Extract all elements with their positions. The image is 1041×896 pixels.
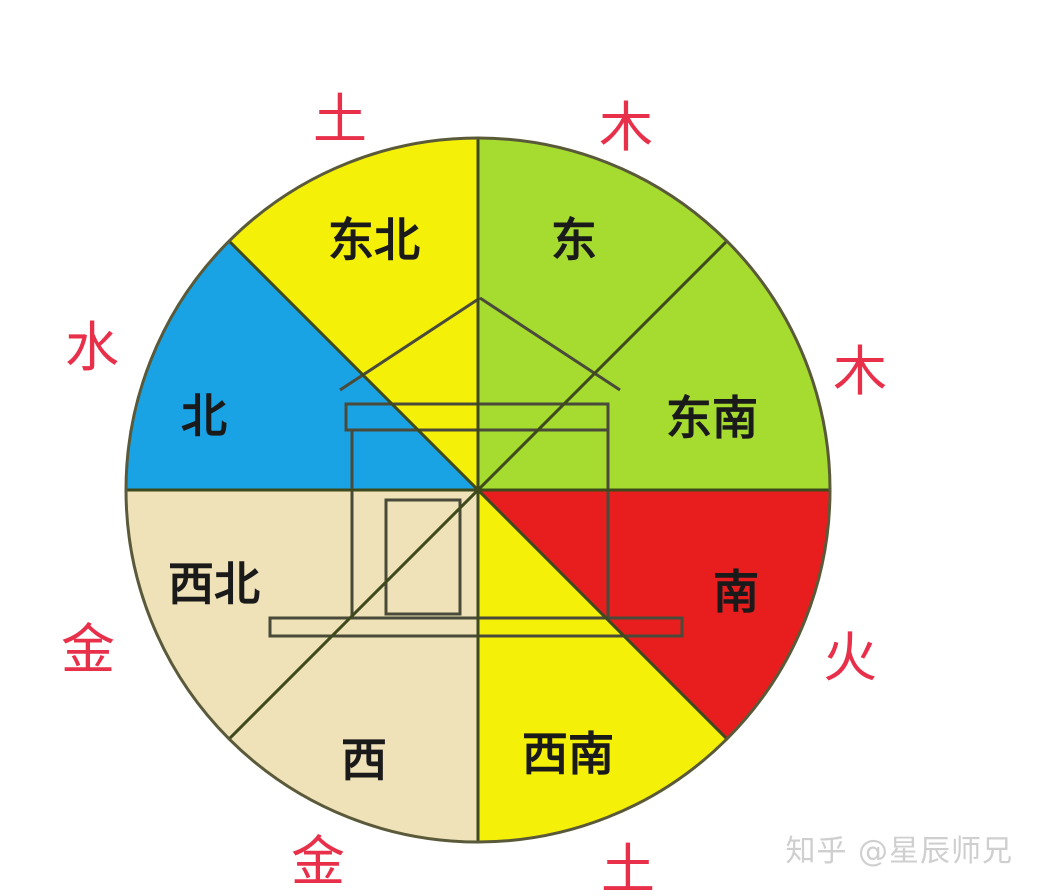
sector-west bbox=[229, 490, 478, 842]
sectors-layer bbox=[126, 138, 830, 842]
sector-north bbox=[126, 241, 478, 490]
sector-label-northeast: 东北 bbox=[328, 213, 420, 267]
element-label-earth-top: 土 bbox=[313, 88, 367, 151]
sector-label-south: 南 bbox=[713, 565, 759, 619]
element-label-water-left: 水 bbox=[65, 316, 119, 379]
watermark: 知乎 @星辰师兄 bbox=[785, 834, 1013, 869]
element-label-wood-right: 木 bbox=[833, 340, 887, 403]
element-labels: 土 木 木 火 土 金 金 水 bbox=[61, 88, 887, 896]
sector-southeast bbox=[478, 241, 830, 490]
element-label-metal-bottom: 金 bbox=[291, 830, 345, 893]
sector-northwest bbox=[126, 490, 478, 739]
sector-label-northwest: 西北 bbox=[168, 557, 260, 611]
sector-east bbox=[478, 138, 727, 490]
sector-southwest bbox=[478, 490, 727, 842]
sector-label-north: 北 bbox=[181, 389, 227, 443]
sector-label-southwest: 西南 bbox=[522, 727, 614, 781]
element-label-metal-left: 金 bbox=[61, 618, 115, 681]
element-label-wood-top: 木 bbox=[599, 96, 653, 159]
divider-diagonal-nw-se bbox=[228, 240, 728, 740]
house-base bbox=[268, 616, 684, 638]
wheel-outline bbox=[124, 136, 832, 844]
element-label-fire-right: 火 bbox=[823, 626, 877, 689]
sector-label-west: 西 bbox=[341, 733, 387, 787]
sector-south bbox=[478, 490, 830, 739]
sector-labels: 北 东北 东 东南 南 西南 西 西北 bbox=[168, 213, 759, 787]
house-door bbox=[384, 498, 462, 616]
sector-label-east: 东 bbox=[551, 213, 597, 267]
roof-right-line bbox=[479, 296, 621, 392]
sector-label-southeast: 东南 bbox=[666, 391, 758, 445]
sector-northeast bbox=[229, 138, 478, 490]
divider-lines bbox=[126, 138, 830, 842]
element-label-earth-bottom: 土 bbox=[601, 838, 655, 896]
